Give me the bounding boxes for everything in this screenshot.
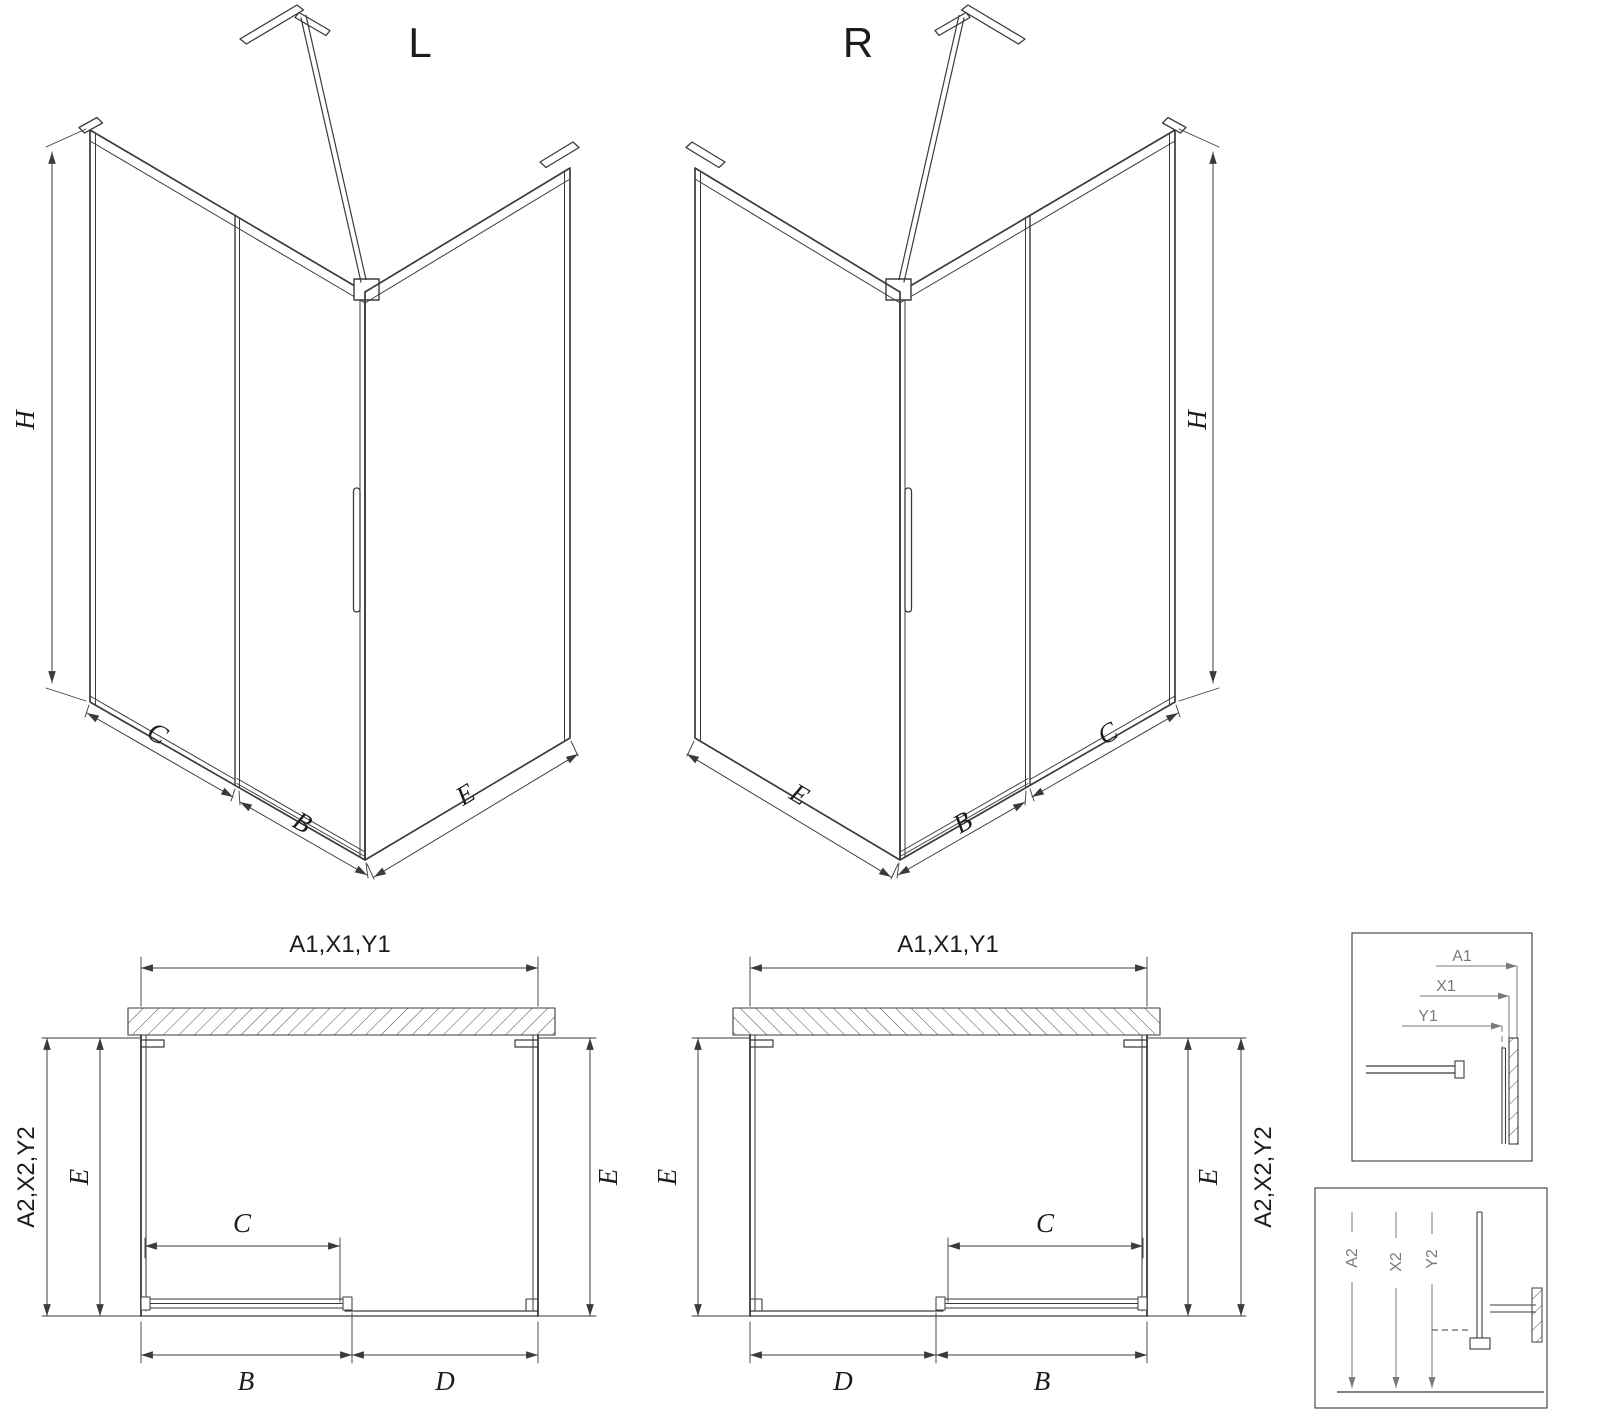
iso-left-dim-h: H — [10, 409, 40, 431]
detail-leader-stubs — [1351, 1212, 1433, 1238]
detail-top-glass-horizontal — [1366, 1065, 1455, 1074]
detail-top-profile: A1 X1 Y1 — [1351, 932, 1533, 1162]
plan-right-linework — [692, 957, 1246, 1363]
iso-view-right: R H E B C — [686, 5, 1219, 879]
plan-right-dim-c: C — [1036, 1208, 1055, 1238]
plan-left-dim-width: A1,X1,Y1 — [289, 931, 390, 958]
plan-right-dim-depth-outer: A2,X2,Y2 — [1250, 1126, 1277, 1227]
detail-bottom-wall-section — [1531, 1287, 1543, 1343]
detail-dim-a2: A2 — [1344, 1248, 1361, 1268]
plan-left-dim-depth-outer: A2,X2,Y2 — [13, 1126, 40, 1227]
plan-left-dim-c: C — [233, 1208, 252, 1238]
detail-bottom-glass-vertical — [1476, 1211, 1483, 1338]
detail-dim-a1: A1 — [1452, 948, 1472, 965]
detail-dim-y1: Y1 — [1418, 1008, 1438, 1025]
plan-left-dim-d: D — [434, 1366, 455, 1396]
detail-dim-x1: X1 — [1436, 978, 1456, 995]
detail-bottom-profile: A2 X2 Y2 — [1314, 1187, 1548, 1409]
detail-bottom-tray-lines — [1490, 1304, 1536, 1313]
iso-right-title: R — [843, 19, 873, 66]
plan-view-left: A1,X1,Y1 A2,X2,Y2 E E C B D — [13, 931, 623, 1396]
detail-dim-x2: X2 — [1388, 1252, 1405, 1272]
iso-left-dim-c: C — [142, 716, 173, 751]
detail-top-frame — [1351, 932, 1533, 1162]
plan-right-dim-e-right: E — [1193, 1168, 1223, 1186]
iso-left-title: L — [408, 19, 431, 66]
plan-left-dim-e-right: E — [593, 1168, 623, 1186]
iso-right-linework — [686, 5, 1219, 879]
iso-left-linework — [46, 5, 579, 879]
plan-right-dim-width: A1,X1,Y1 — [897, 931, 998, 958]
detail-top-wall-section — [1508, 1037, 1519, 1145]
plan-left-linework — [42, 957, 596, 1363]
detail-dim-y2: Y2 — [1424, 1249, 1441, 1269]
detail-top-glass-end-profile — [1454, 1060, 1465, 1079]
detail-top-glass-vertical — [1501, 1047, 1507, 1144]
plan-view-right: A1,X1,Y1 E E A2,X2,Y2 C D B — [652, 931, 1277, 1396]
iso-right-dim-c: C — [1092, 715, 1123, 750]
plan-right-dim-e-left: E — [652, 1168, 682, 1186]
plan-left-dim-e-left: E — [64, 1168, 94, 1186]
iso-view-left: L H C B E — [10, 5, 579, 879]
plan-right-dim-d: D — [832, 1366, 853, 1396]
plan-left-dim-b: B — [238, 1366, 255, 1396]
plan-right-dim-b: B — [1034, 1366, 1051, 1396]
detail-bottom-frame — [1314, 1187, 1548, 1409]
detail-bottom-profile-block — [1469, 1337, 1491, 1350]
iso-right-dim-h: H — [1182, 409, 1212, 431]
